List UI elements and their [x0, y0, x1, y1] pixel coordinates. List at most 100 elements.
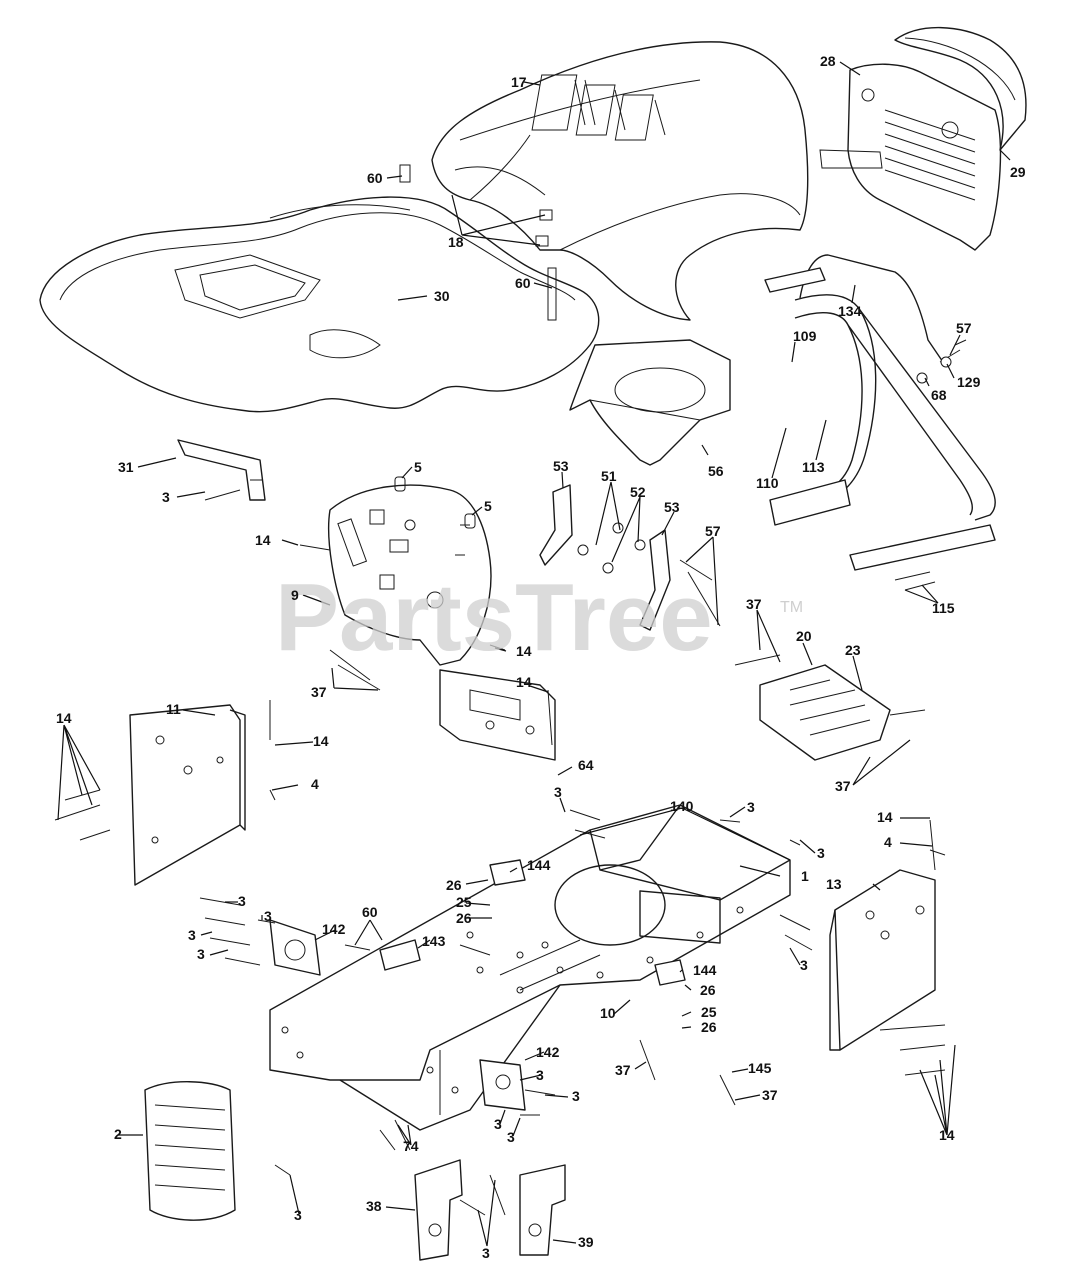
callout-115: 115 [932, 600, 955, 616]
callout-14: 14 [255, 532, 271, 548]
callout-18: 18 [448, 234, 464, 250]
callout-1: 1 [801, 868, 809, 884]
callout-14: 14 [56, 710, 72, 726]
callout-5: 5 [484, 498, 492, 514]
dash-panel-part-9 [327, 484, 492, 666]
callout-23: 23 [845, 642, 861, 658]
callout-2: 2 [114, 1126, 122, 1142]
callout-14: 14 [939, 1127, 955, 1143]
callout-30: 30 [434, 288, 450, 304]
callout-4: 4 [884, 834, 892, 850]
callout-3: 3 [817, 845, 825, 861]
bracket-part-142b [479, 1059, 526, 1111]
callout-110: 110 [756, 475, 779, 491]
callout-113: 113 [802, 459, 825, 475]
callout-140: 140 [670, 798, 694, 814]
callout-51: 51 [601, 468, 617, 484]
callout-68: 68 [931, 387, 947, 403]
callout-143: 143 [422, 933, 446, 949]
callout-109: 109 [793, 328, 817, 344]
callout-144: 144 [693, 962, 717, 978]
callout-3: 3 [800, 957, 808, 973]
bracket-part-39 [519, 1164, 566, 1256]
grille-part-28 [819, 63, 1002, 251]
callout-3: 3 [188, 927, 196, 943]
hood-part-17 [431, 41, 809, 321]
callout-10: 10 [600, 1005, 616, 1021]
callout-3: 3 [507, 1129, 515, 1145]
bumper-part-113 [764, 267, 996, 591]
hardware-bolts [199, 544, 946, 1216]
bracket-part-144 [489, 859, 686, 986]
callout-53: 53 [664, 499, 680, 515]
callout-37: 37 [762, 1087, 778, 1103]
callout-60: 60 [362, 904, 378, 920]
callout-26: 26 [701, 1019, 717, 1035]
leader-lines [57, 61, 1011, 1247]
callout-4: 4 [311, 776, 319, 792]
callout-39: 39 [578, 1234, 594, 1250]
hood-hardware-part-18 [399, 164, 557, 321]
callout-142: 142 [536, 1044, 560, 1060]
callout-31: 31 [118, 459, 134, 475]
callout-3: 3 [238, 893, 246, 909]
callout-74: 74 [403, 1138, 419, 1154]
callout-26: 26 [700, 982, 716, 998]
callout-37: 37 [746, 596, 762, 612]
callout-28: 28 [820, 53, 836, 69]
callout-26: 26 [446, 877, 462, 893]
bracket-part-53a [539, 484, 573, 566]
callout-9: 9 [291, 587, 299, 603]
callout-3: 3 [494, 1116, 502, 1132]
callout-56: 56 [708, 463, 724, 479]
watermark-trademark: TM [780, 599, 803, 616]
grille-cover-part-29 [894, 26, 1027, 151]
side-panel-part-11 [54, 704, 246, 886]
bracket-part-38 [414, 1159, 463, 1261]
bracket-part-142a [269, 919, 321, 976]
callout-37: 37 [615, 1062, 631, 1078]
callout-37: 37 [835, 778, 851, 794]
lift-rod-part-134 [799, 254, 967, 384]
frame-part-1 [269, 804, 791, 1131]
callout-labels: 17 28 29 60 18 60 30 134 109 57 129 68 3… [56, 53, 1026, 1261]
callout-3: 3 [482, 1245, 490, 1261]
callout-60: 60 [515, 275, 531, 291]
callout-26: 26 [456, 910, 472, 926]
callout-25: 25 [701, 1004, 717, 1020]
shield-part-56 [569, 339, 731, 466]
callout-38: 38 [366, 1198, 382, 1214]
callout-20: 20 [796, 628, 812, 644]
bracket-part-31 [177, 439, 266, 501]
callout-3: 3 [572, 1088, 580, 1104]
watermark-text: PartsTree [275, 564, 713, 671]
callout-14: 14 [516, 674, 532, 690]
callout-14: 14 [516, 643, 532, 659]
callout-145: 145 [748, 1060, 772, 1076]
callout-3: 3 [264, 908, 272, 924]
side-panel-part-13 [829, 869, 946, 1076]
knob-part-5 [394, 476, 476, 529]
callout-3: 3 [554, 784, 562, 800]
callout-129: 129 [957, 374, 981, 390]
callout-142: 142 [322, 921, 346, 937]
callout-144: 144 [527, 857, 551, 873]
callout-29: 29 [1010, 164, 1026, 180]
rear-guard-part-2 [144, 1081, 236, 1221]
callout-57: 57 [705, 523, 721, 539]
fender-part-30 [39, 196, 600, 413]
callout-53: 53 [553, 458, 569, 474]
callout-52: 52 [630, 484, 646, 500]
callout-64: 64 [578, 757, 594, 773]
callout-37: 37 [311, 684, 327, 700]
callout-5: 5 [414, 459, 422, 475]
callout-14: 14 [313, 733, 329, 749]
callout-13: 13 [826, 876, 842, 892]
dash-support-part-64 [439, 669, 556, 761]
callout-25: 25 [456, 894, 472, 910]
callout-14: 14 [877, 809, 893, 825]
callout-3: 3 [536, 1067, 544, 1083]
callout-3: 3 [197, 946, 205, 962]
callout-17: 17 [511, 74, 527, 90]
